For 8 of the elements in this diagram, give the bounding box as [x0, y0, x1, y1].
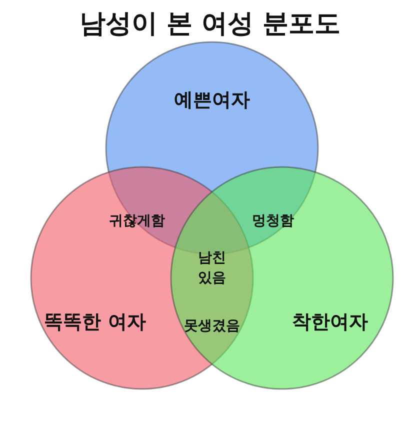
overlap-label: 못생겼음: [184, 317, 240, 336]
set-label: 똑똑한 여자: [44, 310, 146, 335]
set-label: 예쁜여자: [174, 88, 250, 113]
overlap-label: 남친 있음: [197, 249, 227, 288]
set-label: 착한여자: [292, 310, 368, 335]
overlap-label: 멍청함: [252, 212, 294, 231]
title: 남성이 본 여성 분포도: [78, 8, 342, 41]
overlap-label: 귀찮게함: [109, 212, 165, 231]
